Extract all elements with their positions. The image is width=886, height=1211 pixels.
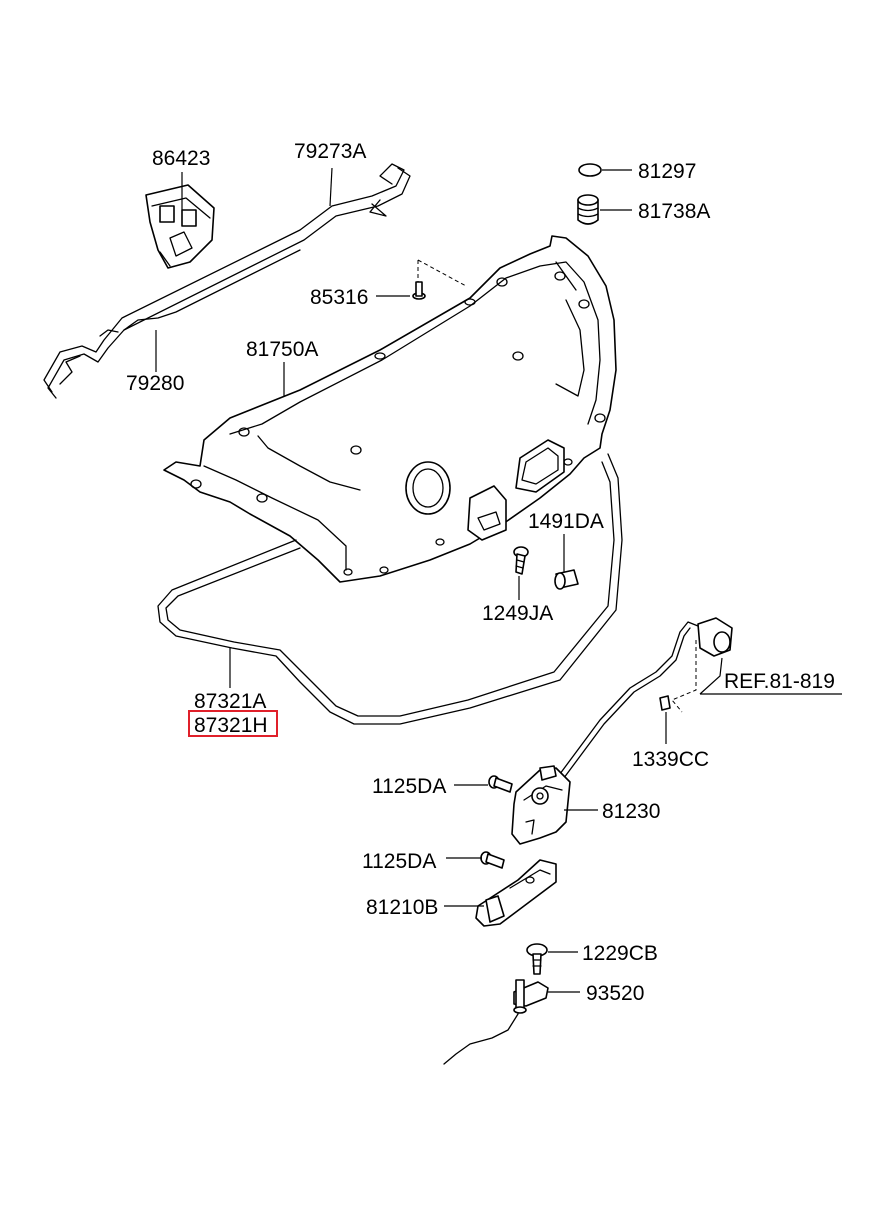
fastener-1249JA-drawing — [513, 546, 529, 575]
label-81738A: 81738A — [638, 200, 710, 223]
label-79280: 79280 — [126, 372, 184, 395]
label-86423: 86423 — [152, 147, 210, 170]
label-1125DA-lower: 1125DA — [362, 850, 436, 873]
label-1339CC: 1339CC — [632, 748, 709, 771]
grommet-81297-drawing — [578, 163, 602, 177]
striker-81210B-drawing — [475, 859, 557, 927]
highlight-box-87321H — [188, 710, 278, 737]
label-1229CB: 1229CB — [582, 942, 658, 965]
label-1491DA: 1491DA — [528, 510, 604, 533]
label-93520: 93520 — [586, 982, 644, 1005]
switch-93520-drawing — [443, 979, 549, 1065]
stopper-81738A-drawing — [577, 194, 599, 225]
screw-1229CB-drawing — [526, 943, 548, 975]
cable-key-cylinder-drawing — [547, 617, 733, 795]
bolt-1125DA-upper-drawing — [488, 775, 513, 793]
label-85316: 85316 — [310, 286, 368, 309]
clip-86423-drawing — [145, 184, 215, 269]
label-81230: 81230 — [602, 800, 660, 823]
label-79273A: 79273A — [294, 140, 366, 163]
label-81210B: 81210B — [366, 896, 438, 919]
bolt-1125DA-lower-drawing — [480, 851, 505, 869]
trim-panel-81750A-drawing — [163, 235, 617, 583]
rod-79273A-79280-drawing — [43, 163, 411, 399]
latch-81230-drawing — [511, 765, 571, 845]
label-87321A: 87321A — [194, 690, 266, 713]
label-87321H[interactable]: 87321H — [194, 714, 268, 737]
label-ref-81-819: REF.81-819 — [724, 670, 835, 693]
screw-85316-drawing — [412, 259, 467, 300]
label-81297: 81297 — [638, 160, 696, 183]
part-labels: 86423 79273A 79280 81297 81738A 85316 81… — [126, 140, 835, 1005]
weatherstrip-87321-drawing — [157, 453, 623, 725]
label-1125DA-upper: 1125DA — [372, 775, 446, 798]
label-1249JA: 1249JA — [482, 602, 553, 625]
fastener-1491DA-drawing — [554, 569, 579, 590]
label-81750A: 81750A — [246, 338, 318, 361]
leader-lines — [155, 167, 842, 993]
